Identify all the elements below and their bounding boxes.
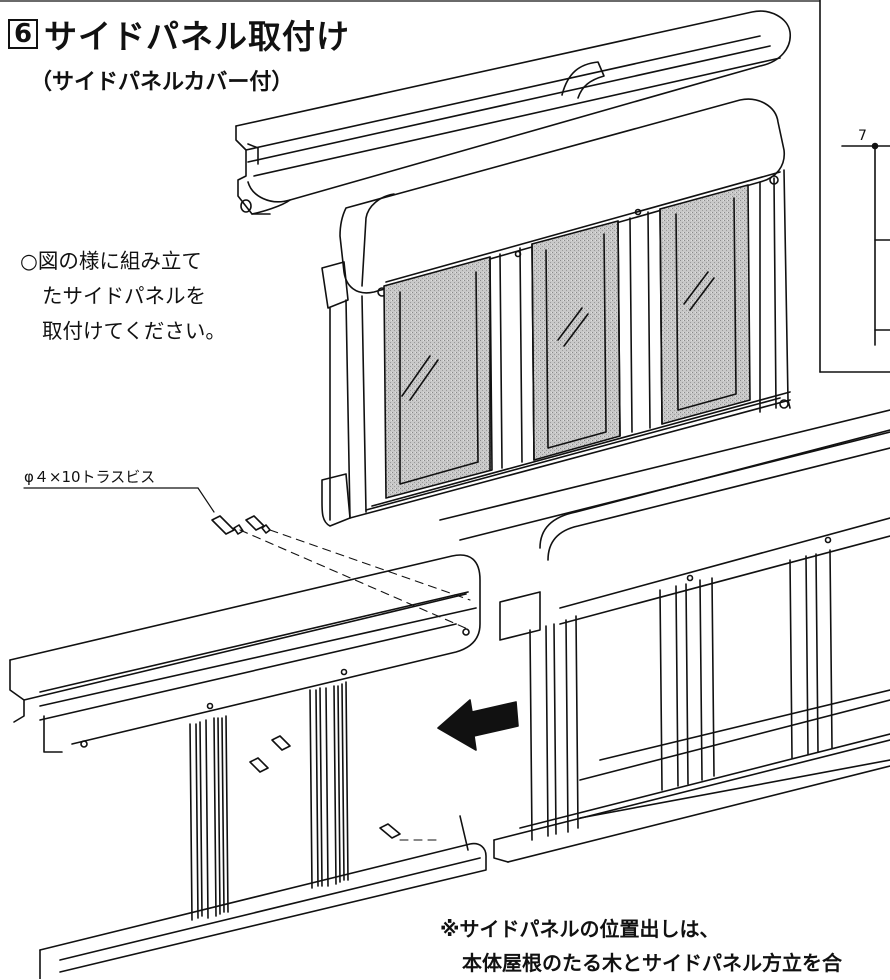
- instruction-line-2: たサイドパネルを: [42, 284, 206, 308]
- note-line-1: ※サイドパネルの位置出しは、: [440, 917, 720, 941]
- left-arrow-icon: [437, 699, 519, 751]
- positioning-note: ※サイドパネルの位置出しは、 本体屋根のたる木とサイドパネル方立を合: [440, 912, 842, 980]
- lower-right-frame: [439, 409, 890, 863]
- lower-left-frame: [9, 554, 487, 979]
- step-title: サイドパネル取付け: [44, 17, 350, 56]
- step-subtitle: （サイドパネルカバー付）: [30, 70, 294, 95]
- instruction-line-3: 取付けてください。: [42, 319, 226, 343]
- step-heading: 6 サイドパネル取付け: [8, 10, 350, 58]
- side-panel-assembly: [321, 98, 791, 527]
- instruction-line-1: ○図の様に組み立て: [20, 249, 202, 273]
- side-panel-cover-rail: [235, 10, 791, 215]
- step-number-box: 6: [8, 19, 38, 49]
- note-line-2: 本体屋根のたる木とサイドパネル方立を合: [462, 951, 842, 975]
- instruction-text: ○図の様に組み立て たサイドパネルを 取付けてください。: [20, 244, 320, 349]
- screw-group: [23, 487, 471, 841]
- inset-frame: [819, 0, 890, 373]
- step-number: 6: [13, 19, 33, 49]
- inset-dimension-number: 7: [858, 128, 867, 144]
- screw-callout-label: φ４×10トラスビス: [24, 468, 156, 486]
